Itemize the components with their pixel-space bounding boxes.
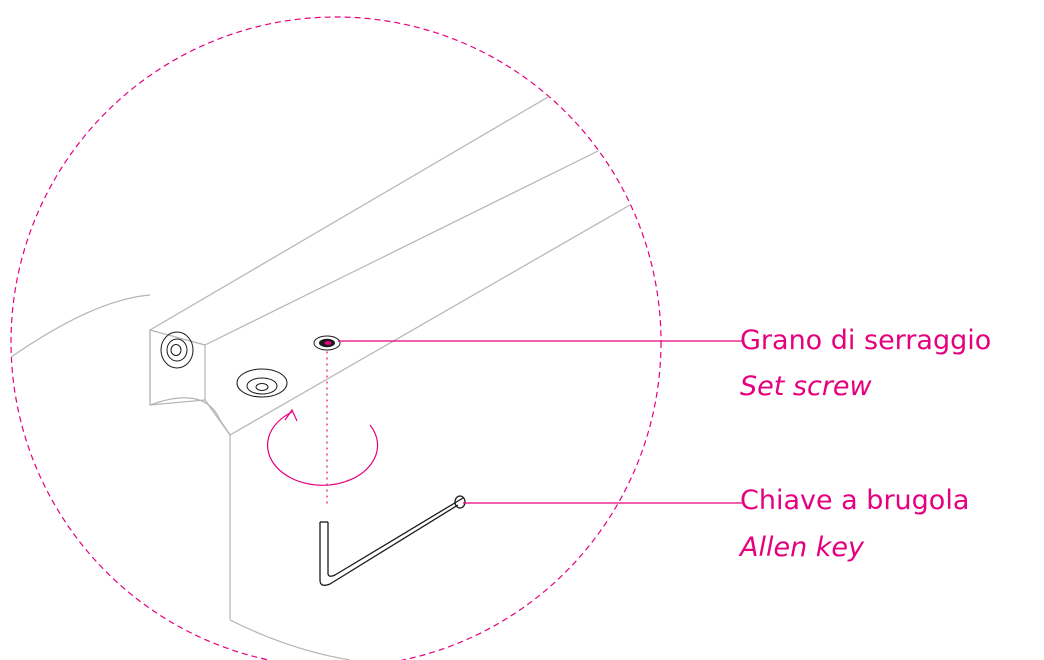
set-screw-label-english: Set screw (740, 371, 872, 402)
front-bolt-icon (160, 331, 194, 369)
set-screw-icon (313, 335, 341, 351)
allen-key-icon (319, 495, 466, 586)
detail-circle (10, 16, 662, 660)
allen-key-label-english: Allen key (740, 532, 865, 563)
set-screw-label-italian: Grano di serraggio (740, 325, 992, 356)
cap-screw-icon (236, 368, 288, 398)
frame-profile (11, 89, 631, 660)
rotation-arrow-icon (266, 408, 379, 486)
allen-key-label-italian: Chiave a brugola (740, 485, 970, 516)
